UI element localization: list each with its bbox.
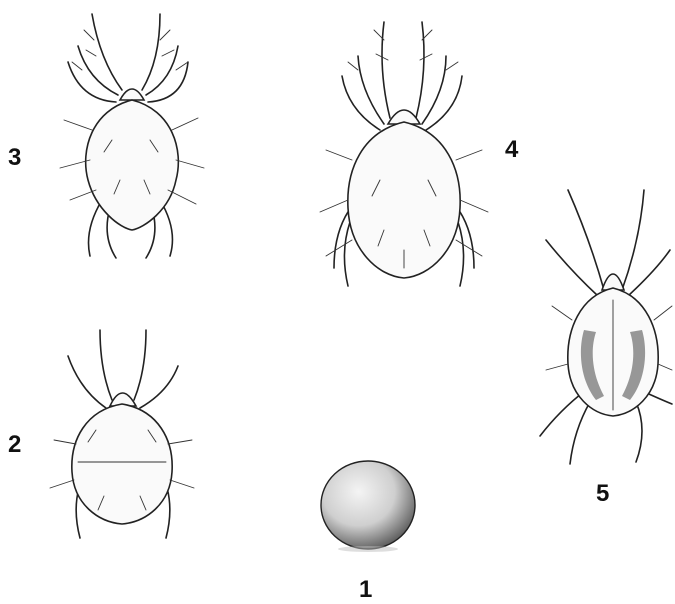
- mite-stage-4-drawing: [320, 22, 488, 286]
- label-stage-4: 4: [505, 138, 518, 162]
- mite-stage-3-drawing: [60, 14, 204, 258]
- egg-drawing: [321, 461, 415, 552]
- mite-stage-5-drawing: [540, 190, 672, 464]
- label-stage-2: 2: [8, 433, 21, 457]
- label-stage-3: 3: [8, 146, 21, 170]
- mite-stage-2-drawing: [50, 330, 194, 538]
- label-stage-5: 5: [596, 482, 609, 506]
- label-egg: 1: [359, 578, 372, 602]
